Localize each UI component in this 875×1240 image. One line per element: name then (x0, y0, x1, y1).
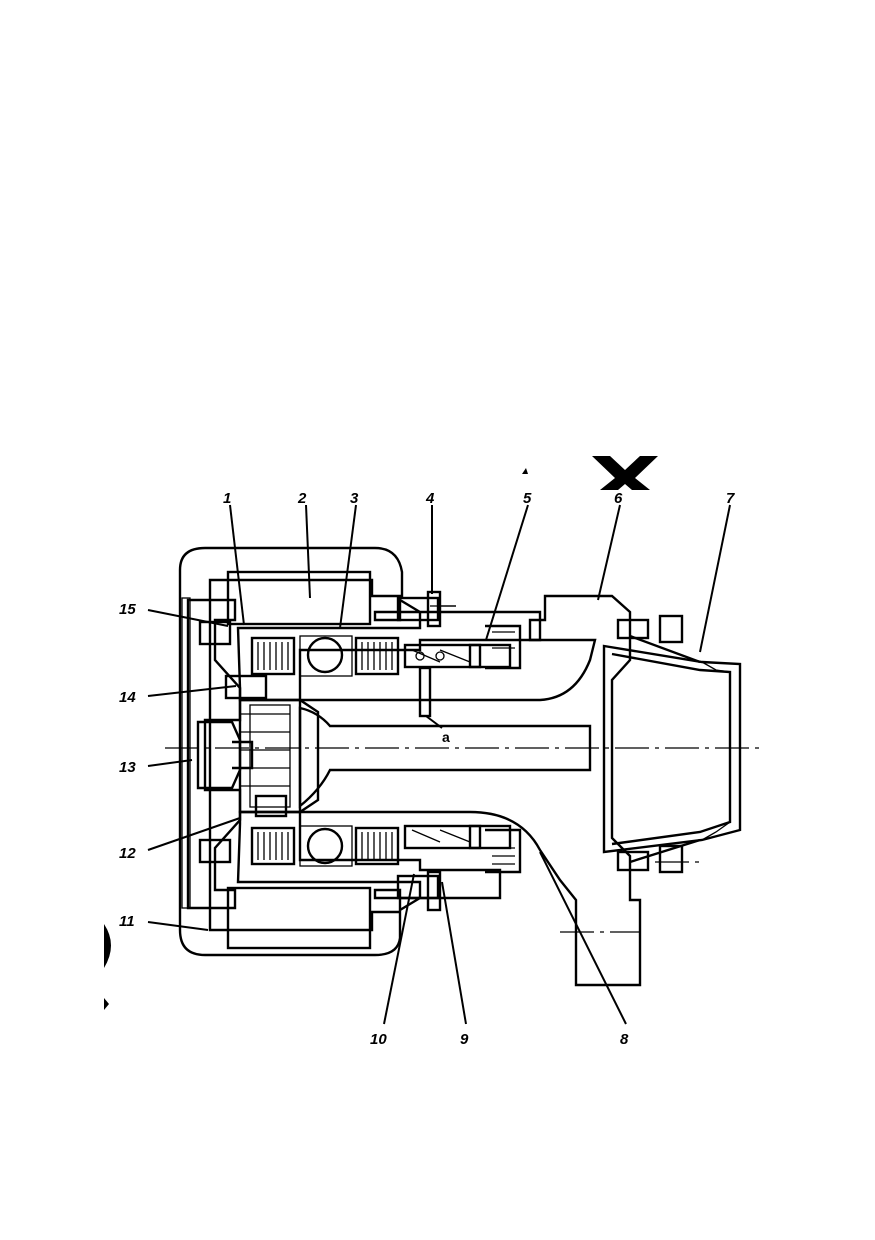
upper-bearing-set (250, 635, 400, 677)
callout-2: 2 (297, 490, 307, 507)
callout-1: 1 (223, 490, 231, 507)
callout-13: 13 (119, 759, 136, 776)
outer-housing (178, 546, 404, 957)
callout-7: 7 (726, 490, 735, 507)
leader-lines (147, 504, 731, 1025)
lower-bearing-set (250, 825, 400, 867)
callout-15: 15 (119, 601, 136, 618)
callout-11: 11 (119, 913, 135, 930)
bearing-sleeve (236, 597, 542, 913)
callout-14: 14 (119, 689, 136, 706)
callout-3: 3 (350, 490, 359, 507)
callout-12: 12 (119, 845, 136, 862)
channel-label-a: a (442, 729, 450, 745)
lube-channel (418, 666, 432, 718)
callout-5: 5 (523, 490, 532, 507)
callout-4: 4 (425, 490, 435, 507)
bell-cover (602, 634, 742, 864)
bolts (198, 590, 684, 912)
callout-10: 10 (370, 1031, 387, 1048)
callout-9: 9 (460, 1031, 469, 1048)
callout-8: 8 (620, 1031, 629, 1048)
callout-labels: 1 2 3 4 5 6 7 15 14 13 12 11 10 9 8 a (119, 490, 735, 1048)
callout-6: 6 (614, 490, 623, 507)
seal-rings (403, 624, 522, 874)
center-axes (165, 605, 760, 933)
scan-artifacts (104, 456, 658, 1010)
